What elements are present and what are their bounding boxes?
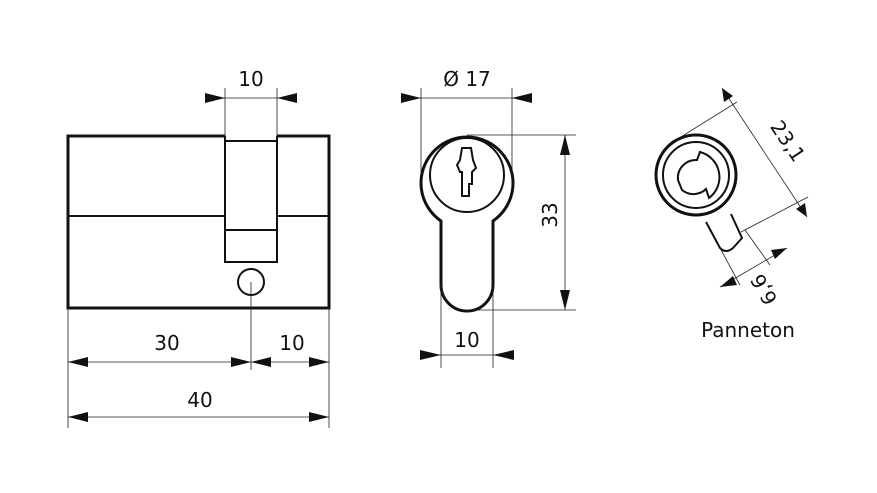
dim-cam-width: 10	[238, 67, 263, 91]
cam-caption: Panneton	[701, 318, 795, 342]
cam-inner-ring	[662, 141, 730, 209]
dim-bottom-width: 10	[454, 328, 479, 352]
cam-ring	[654, 133, 738, 217]
front-view: Ø 17 33 10	[401, 67, 576, 368]
cam-slot	[224, 136, 278, 263]
cylinder-body	[66, 134, 331, 310]
plug-circle	[429, 137, 505, 213]
dim-cam-length: 23,1	[765, 116, 810, 166]
cam-tab	[705, 213, 744, 252]
dim-right-length: 10	[279, 331, 304, 355]
keyway	[455, 147, 478, 197]
dim-diameter: Ø 17	[443, 67, 491, 91]
dim-left-length: 30	[154, 331, 179, 355]
cam-hub	[676, 150, 721, 200]
dim-height: 33	[538, 202, 562, 227]
dim-tab-width: 6,6	[746, 270, 783, 310]
side-view: 10 30 10 40	[66, 67, 331, 428]
cam-view: 23,1 6,6 Panneton	[654, 87, 810, 342]
dim-total-length: 40	[187, 388, 212, 412]
cylinder-profile	[419, 135, 515, 313]
